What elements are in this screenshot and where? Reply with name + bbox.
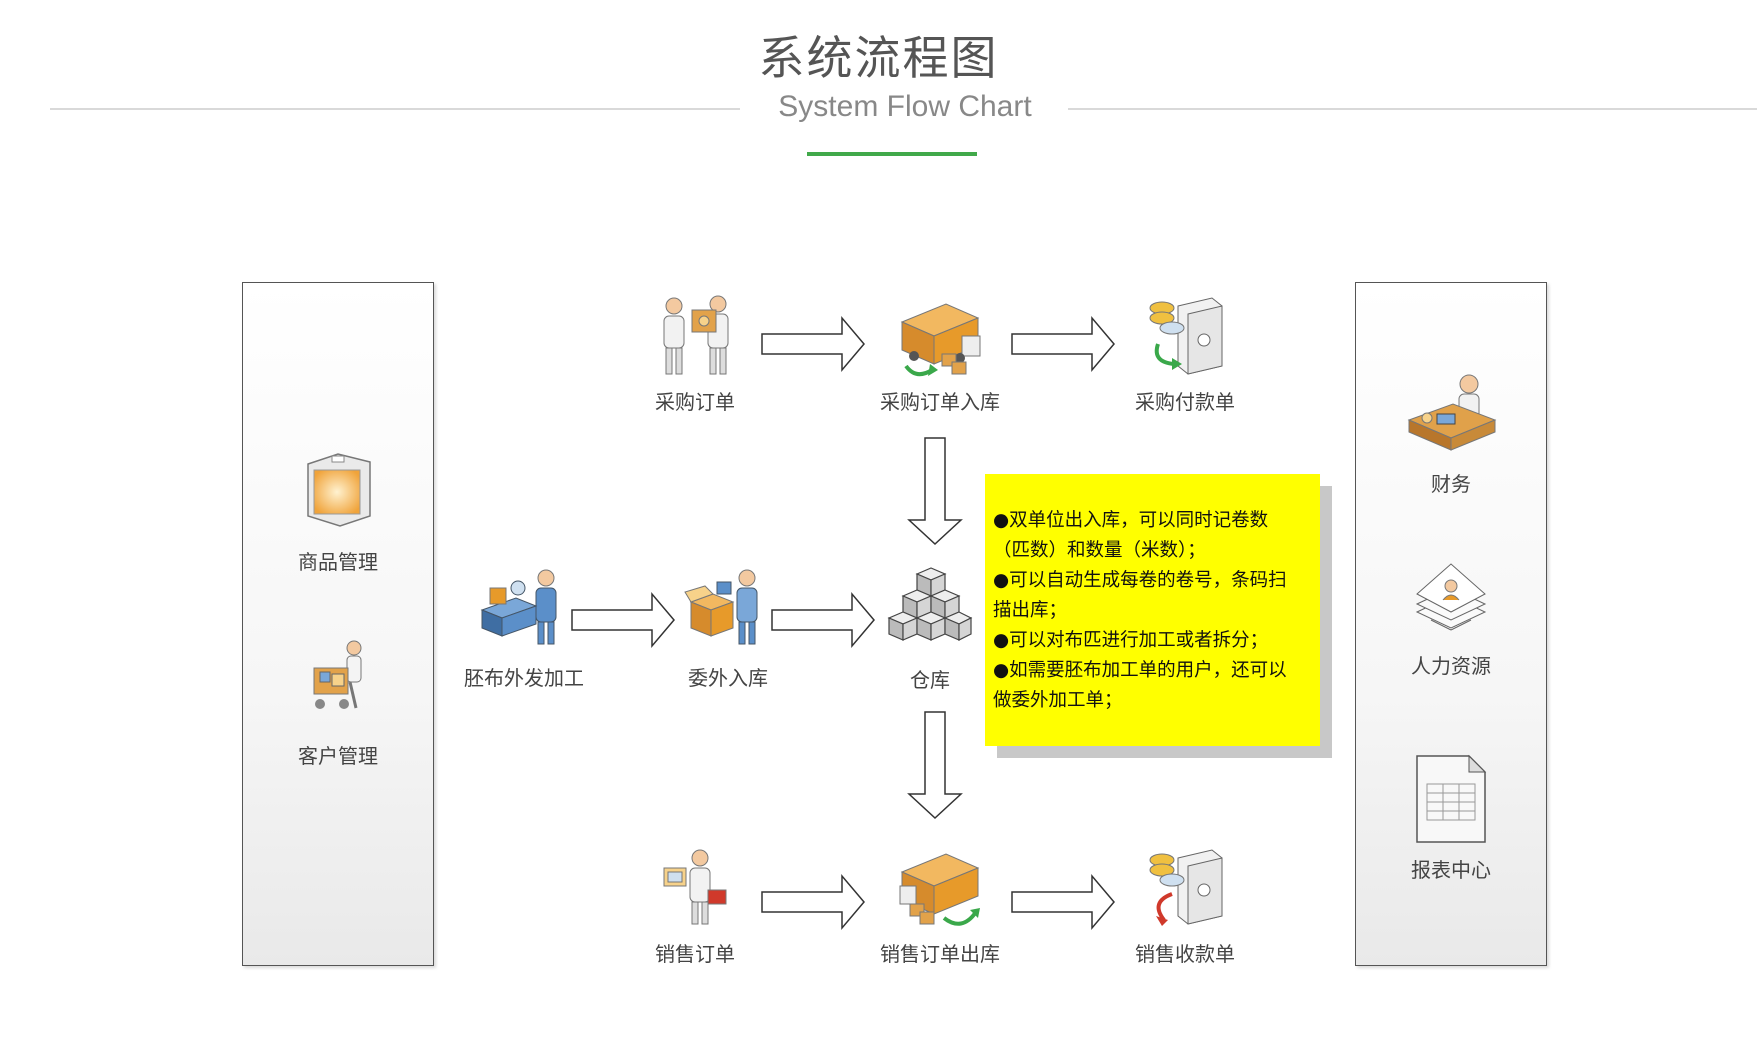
purchase-order-label: 采购订单 [655,390,735,414]
node-purchase-payment[interactable]: 采购付款单 [1120,292,1250,415]
note-line: ●可以自动生成每卷的卷号，条码扫 [993,570,1287,591]
customer-cart-icon [313,640,362,709]
left-panel [242,282,434,966]
sales-outbound-label: 销售订单出库 [880,942,1000,966]
safe-receipt-icon [1149,849,1223,926]
processing-machine-icon [480,569,557,645]
sales-order-icon [663,849,727,925]
outsource-inbound-icon [684,569,758,645]
arrow-outsource-to-inbound [571,591,675,649]
finance-desk-icon [1407,374,1497,451]
warehouse-boxes-icon [887,567,973,641]
note-line: 描出库； [993,600,1068,621]
left-item-product-label: 商品管理 [298,550,378,574]
right-item-report[interactable]: 报表中心 [1374,754,1528,883]
note-line: （匹数）和数量（米数）； [993,540,1206,561]
page-subtitle: System Flow Chart [778,90,1032,123]
arrow-purchase-to-inbound [761,315,865,373]
title-accent-bar [807,152,977,156]
left-item-product[interactable]: 商品管理 [262,448,414,575]
feature-note: ●双单位出入库，可以同时记卷数 （匹数）和数量（米数）； ●可以自动生成每卷的卷… [985,474,1320,746]
purchase-payment-label: 采购付款单 [1135,390,1235,414]
note-line: ●如需要胚布加工单的用户，还可以 [993,660,1287,681]
node-warehouse[interactable]: 仓库 [880,566,980,693]
node-sales-receipt[interactable]: 销售收款单 [1120,846,1250,967]
outsource-inbound-label: 委外入库 [688,666,768,690]
truck-inbound-icon [900,303,981,377]
report-sheet-icon [1416,754,1487,843]
arrow-outsource-inbound-to-warehouse [771,591,875,649]
node-outsource-inbound[interactable]: 委外入库 [668,566,788,691]
grey-outsource-label: 胚布外发加工 [464,666,584,690]
right-item-report-label: 报表中心 [1411,858,1491,882]
node-grey-outsource[interactable]: 胚布外发加工 [448,566,600,691]
right-item-finance[interactable]: 财务 [1374,370,1528,497]
product-box-icon [307,453,371,527]
truck-outbound-icon [899,853,980,926]
sales-order-label: 销售订单 [655,942,735,966]
note-line: ●可以对布匹进行加工或者拆分； [993,630,1269,651]
purchase-inbound-label: 采购订单入库 [880,390,1000,414]
safe-payment-icon [1149,297,1223,375]
arrow-sales-to-outbound [761,873,865,931]
node-sales-outbound[interactable]: 销售订单出库 [860,846,1020,967]
page-title: 系统流程图 [758,31,999,85]
header-rule-left [50,108,740,110]
arrow-warehouse-to-outbound [907,711,963,820]
note-line: 做委外加工单； [993,690,1123,711]
right-item-finance-label: 财务 [1431,472,1471,496]
node-purchase-order[interactable]: 采购订单 [640,292,750,415]
sales-receipt-label: 销售收款单 [1135,942,1235,966]
warehouse-label: 仓库 [910,668,950,692]
hr-documents-icon [1415,563,1487,631]
left-item-customer[interactable]: 客户管理 [262,638,414,769]
node-purchase-inbound[interactable]: 采购订单入库 [860,292,1020,415]
right-item-hr[interactable]: 人力资源 [1374,560,1528,679]
arrow-inbound-to-warehouse [907,437,963,546]
arrow-inbound-to-payment [1011,315,1115,373]
note-line: ●双单位出入库，可以同时记卷数 [993,510,1269,531]
left-item-customer-label: 客户管理 [298,744,378,768]
header-rule-right [1068,108,1757,110]
arrow-outbound-to-receipt [1011,873,1115,931]
node-sales-order[interactable]: 销售订单 [640,846,750,967]
right-item-hr-label: 人力资源 [1411,654,1491,678]
purchase-order-icon [663,295,729,375]
